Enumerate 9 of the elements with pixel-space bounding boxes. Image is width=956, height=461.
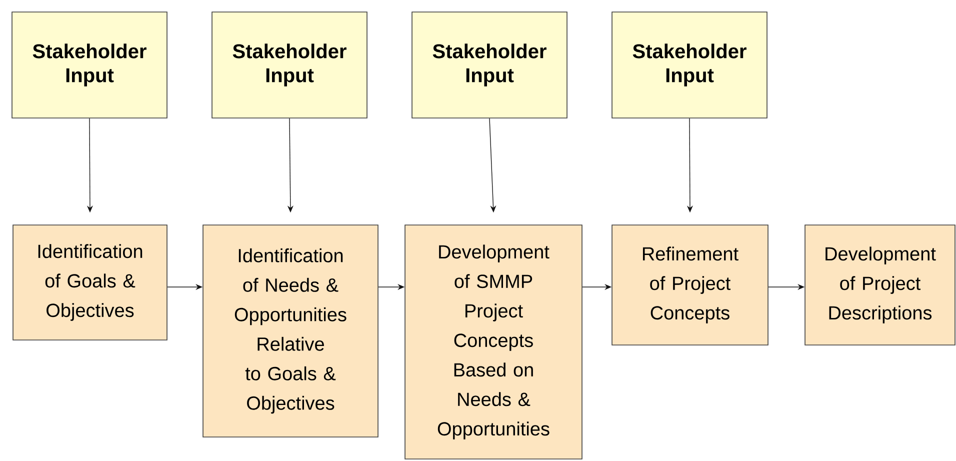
process-box: Identification of Needs & Opportunities Relative to Goals & Objectives — [202, 224, 378, 438]
stakeholder-box: Stakeholder Input — [412, 12, 568, 118]
stakeholder-box: Stakeholder Input — [212, 12, 368, 118]
process-box: Refinement of Project Concepts — [612, 224, 768, 346]
process-box: Development of SMMP Project Concepts Based on Needs & Opportunities — [404, 224, 582, 460]
stakeholder-box: Stakeholder Input — [612, 12, 768, 118]
stakeholder-box: Stakeholder Input — [12, 12, 168, 118]
process-box: Identification of Goals & Objectives — [12, 224, 168, 340]
process-box: Development of Project Descriptions — [804, 224, 956, 346]
